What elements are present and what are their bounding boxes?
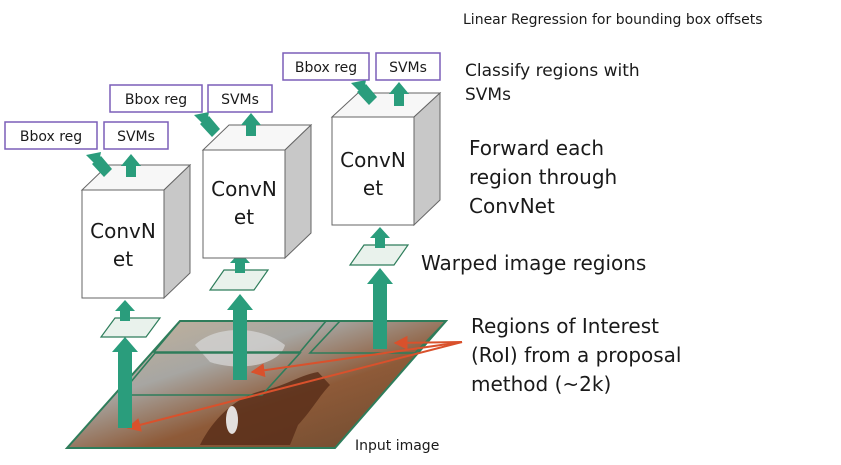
region-outline-3 [308,320,448,354]
convnet-label-line2: et [113,247,133,271]
warped-region-1 [99,317,162,338]
svms-box-3 [375,52,441,81]
diag-arrow-icon [351,80,377,105]
arrow-up-icon [112,337,138,428]
diag-arrow-icon [194,112,220,137]
convnet-box-2 [201,123,313,260]
bbox-reg-label: Bbox reg [295,60,357,76]
convnet-box-3 [330,91,442,227]
svms-box-1 [103,121,169,150]
convnet-label-line1: ConvN [211,177,277,201]
bbox-reg-box-2 [109,84,203,113]
annotation-forward-line2: region through [469,165,617,189]
svms-label: SVMs [221,92,259,108]
arrow-up-icon [121,154,141,177]
convnet-label-line1: ConvN [90,219,156,243]
annotation-classify-line1: Classify regions with [465,61,640,81]
diag-arrow-icon [86,152,112,177]
annotation-roi-line2: (RoI) from a proposal [471,343,682,367]
bbox-reg-box-1 [4,121,98,150]
arrow-up-icon [115,300,135,321]
annotation-forward-line1: Forward each [469,136,604,160]
annotation-forward-line3: ConvNet [469,194,555,218]
arrow-up-icon [227,294,253,380]
arrow-up-icon [389,82,409,106]
svms-label: SVMs [117,129,155,145]
arrow-up-icon [241,113,261,136]
bbox-reg-box-3 [282,52,370,81]
annotation-classify-line2: SVMs [465,85,511,105]
annotations: Linear Regression for bounding box offse… [421,12,763,396]
annotation-roi-line3: method (~2k) [471,372,611,396]
column-3: ConvN et Bbox reg SVMs [282,52,442,349]
roi-pointers [126,335,463,432]
bbox-reg-label: Bbox reg [125,92,187,108]
arrow-up-icon [367,268,393,349]
convnet-label-line2: et [363,176,383,200]
horse-blaze [226,406,238,434]
warped-region-3 [348,244,410,266]
svms-label: SVMs [389,60,427,76]
annotation-linear-regression: Linear Regression for bounding box offse… [463,12,763,28]
region-outline-1 [152,320,328,353]
arrow-up-icon [370,227,390,248]
annotation-roi-line1: Regions of Interest [471,314,659,338]
column-2: ConvN et Bbox reg SVMs [109,84,313,380]
annotation-warped: Warped image regions [421,251,646,275]
bbox-reg-label: Bbox reg [20,129,82,145]
column-1: ConvN et Bbox reg SVMs [4,121,192,428]
warped-region-2 [208,269,270,291]
convnet-label-line1: ConvN [340,148,406,172]
svms-box-2 [207,84,273,113]
convnet-label-line2: et [234,205,254,229]
input-image-label: Input image [355,438,439,454]
